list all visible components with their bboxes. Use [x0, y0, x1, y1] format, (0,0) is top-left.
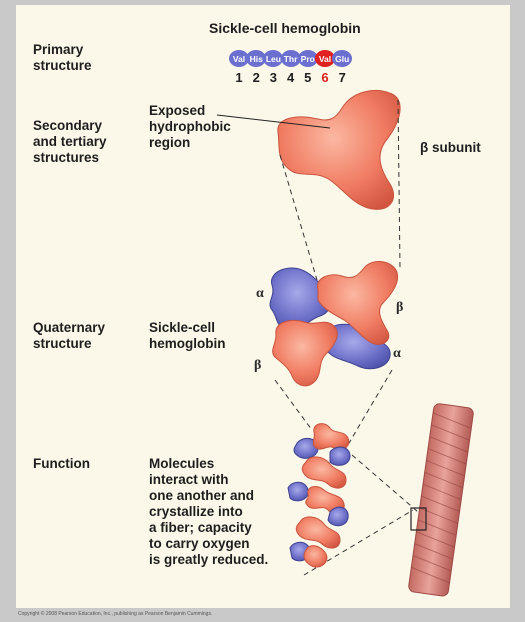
amino-acid-position: 7 — [332, 70, 352, 85]
label-quaternary-structure: Quaternary structure — [33, 320, 105, 352]
beta-subunit-bottom — [273, 321, 338, 386]
label-function: Function — [33, 456, 90, 472]
alpha-label-right: α — [393, 346, 401, 362]
beta-label-right: β — [396, 300, 403, 316]
beta-subunit-shape — [278, 90, 400, 209]
molecule-chain — [288, 424, 350, 567]
label-secondary-tertiary: Secondary and tertiary structures — [33, 118, 107, 166]
copyright-notice: Copyright © 2008 Pearson Education, Inc.… — [18, 611, 212, 617]
annotation-sickle-hemoglobin: Sickle-cell hemoglobin — [149, 320, 226, 352]
annotation-exposed-region: Exposed hydrophobic region — [149, 103, 231, 151]
annotation-beta-subunit: β subunit — [420, 140, 481, 156]
label-primary-structure: Primary structure — [33, 42, 92, 74]
alpha-label-left: α — [256, 286, 264, 302]
annotation-function-description: Molecules interact with one another and … — [149, 456, 268, 568]
fiber — [408, 403, 474, 597]
beta-label-left: β — [254, 358, 261, 374]
diagram-title: Sickle-cell hemoglobin — [209, 20, 361, 36]
